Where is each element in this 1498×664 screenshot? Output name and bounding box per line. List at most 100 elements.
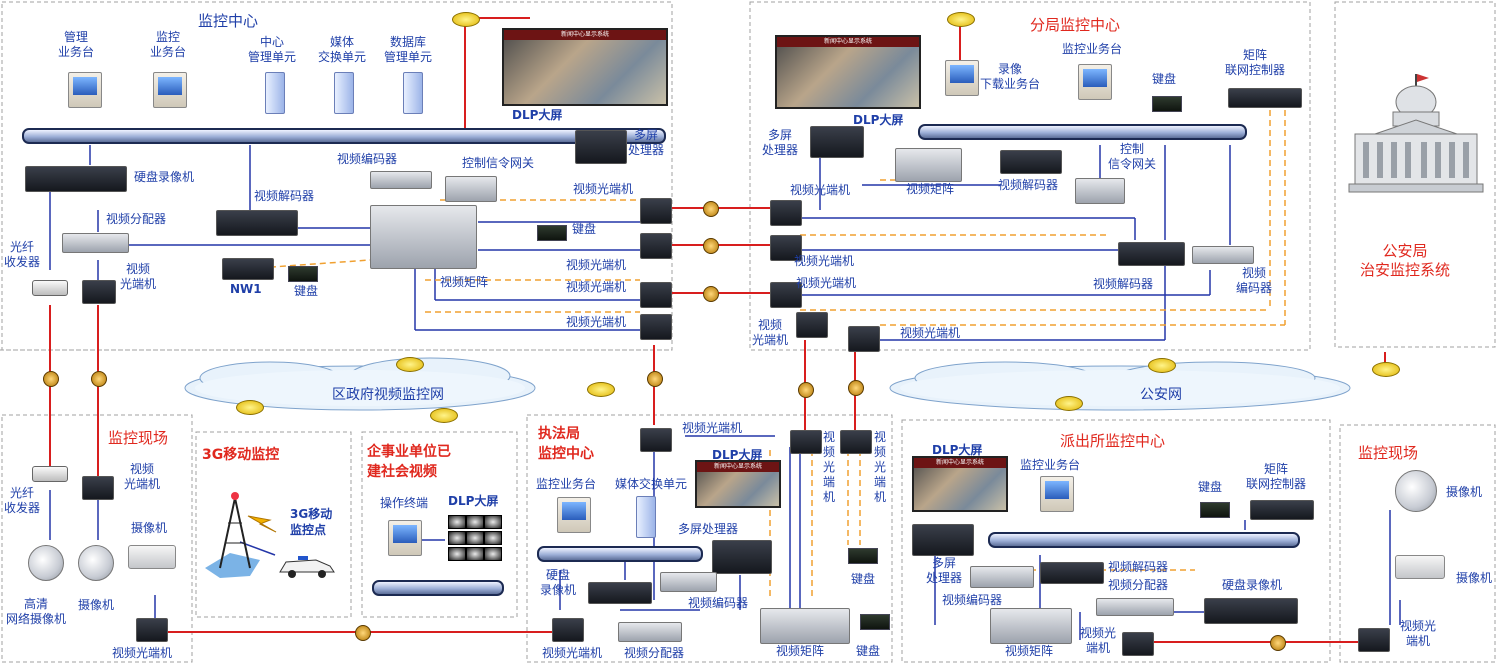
control-gateway-center-label: 控制信令网关 <box>462 156 535 170</box>
monitor-desk-station-icon <box>1040 476 1074 512</box>
optical-enf-v1-label: 视频光端机 <box>822 430 835 504</box>
optical-enf-top-label: 视频光端机 <box>682 421 743 435</box>
box-camera-icon <box>128 545 176 569</box>
video-matrix-center-label: 视频矩阵 <box>440 275 489 289</box>
dlp-screen-station: 新闻中心显示系统 <box>912 456 1008 512</box>
video-encoder-station-label: 视频编码器 <box>942 593 1003 607</box>
multi-screen-processor <box>575 130 627 164</box>
dome-camera-icon <box>1395 470 1437 512</box>
video-encoder-device <box>1192 246 1254 264</box>
video-decoder-center-label: 视频解码器 <box>254 189 315 203</box>
optical-transceiver-icon <box>790 430 822 454</box>
fiber-coupler-icon <box>703 238 719 254</box>
router-icon <box>947 12 975 27</box>
enforcement-title: 执法局 监控中心 <box>538 426 594 462</box>
dvr-station-label: 硬盘录像机 <box>1222 578 1283 592</box>
enterprise-title: 企事业单位已 建社会视频 <box>367 444 451 480</box>
video-matrix-enf-device <box>760 608 850 644</box>
video-splitter-device <box>618 622 682 642</box>
dlp-branch-label: DLP大屏 <box>853 113 904 127</box>
video-matrix-branch-device <box>895 148 962 182</box>
optical-3-label: 视频光端机 <box>566 280 627 294</box>
station-title: 派出所监控中心 <box>1060 432 1166 450</box>
camera-right-2-label: 摄像机 <box>1456 571 1493 585</box>
optical-site-bottom-label: 视频光端机 <box>112 646 173 660</box>
video-encoder-enf-label: 视频编码器 <box>688 596 749 610</box>
control-gateway-device <box>1075 178 1125 204</box>
keyboard-icon <box>288 266 318 282</box>
video-encoder-center-label: 视频编码器 <box>337 152 398 166</box>
center-mgmt-unit-label: 中心 管理单元 <box>248 35 297 64</box>
server-icon <box>334 72 354 114</box>
center-network-bus <box>22 128 666 144</box>
optical-branch-2-label: 视频光端机 <box>794 254 855 268</box>
router-icon <box>430 408 458 423</box>
public-security-cloud-label: 公安网 <box>1140 387 1182 403</box>
screen-caption: 新闻中心显示系统 <box>914 458 1006 468</box>
monitor-desk-branch-icon <box>1078 64 1112 100</box>
optical-transceiver-icon <box>640 233 672 259</box>
monitor-desk-enf-icon <box>557 497 591 533</box>
video-decoder-device <box>1000 150 1062 174</box>
fiber-transceiver-site-label: 光纤 收发器 <box>4 486 41 515</box>
matrix-controller-device <box>1250 500 1314 520</box>
camera-right-1-label: 摄像机 <box>1446 485 1483 499</box>
router-icon <box>587 382 615 397</box>
video-decoder-device <box>216 210 298 236</box>
keyboard-center-label: 键盘 <box>294 284 319 298</box>
optical-branch-5-label: 视频光端机 <box>900 326 961 340</box>
fiber-transceiver-icon <box>32 280 68 296</box>
optical-2-label: 视频光端机 <box>566 258 627 272</box>
monitor-desk-enf-label: 监控业务台 <box>536 477 597 491</box>
site-right-title: 监控现场 <box>1358 444 1419 462</box>
video-encoder-device <box>370 171 432 189</box>
branch-title: 分局监控中心 <box>1030 16 1121 34</box>
optical-enf-bottom-label: 视频光端机 <box>542 646 603 660</box>
optical-enf-v2-label: 视频光端机 <box>873 430 886 504</box>
optical-station-label: 视频光 端机 <box>1080 626 1117 655</box>
multi-screen-processor <box>712 540 772 574</box>
multi-processor-center-label: 多屏 处理器 <box>628 128 665 157</box>
monitor-desk-label: 监控 业务台 <box>150 30 187 59</box>
hd-camera-label: 高清 网络摄像机 <box>6 597 67 626</box>
center-title: 监控中心 <box>198 12 259 30</box>
keyboard-enf2-label: 键盘 <box>856 644 881 658</box>
monitor-desk-branch-label: 监控业务台 <box>1062 42 1123 56</box>
video-splitter-device <box>62 233 129 253</box>
video-decoder-device <box>1118 242 1185 266</box>
nw1-device <box>222 258 274 280</box>
multi-processor-enf-label: 多屏处理器 <box>678 522 739 536</box>
media-switch-unit-label: 媒体 交换单元 <box>318 35 367 64</box>
screen-caption: 新闻中心显示系统 <box>777 37 919 47</box>
matrix-controller-branch-label: 矩阵 联网控制器 <box>1225 48 1286 77</box>
optical-transceiver-icon <box>770 235 802 261</box>
video-decoder-branch2-label: 视频解码器 <box>1093 277 1154 291</box>
router-icon <box>1372 362 1400 377</box>
video-decoder-device <box>1040 562 1104 584</box>
keyboard-icon <box>1200 502 1230 518</box>
optical-branch-3-label: 视频光端机 <box>796 276 857 290</box>
fiber-transceiver-center-label: 光纤 收发器 <box>4 240 41 269</box>
video-splitter-center-label: 视频分配器 <box>106 212 167 226</box>
optical-transceiver-icon <box>796 312 828 338</box>
dvr-device <box>25 166 127 192</box>
matrix-controller-station-label: 矩阵 联网控制器 <box>1246 462 1307 491</box>
box-camera-icon <box>1395 555 1445 579</box>
optical-transceiver-icon <box>640 282 672 308</box>
keyboard-icon <box>537 225 567 241</box>
optical-transceiver-icon <box>770 200 802 226</box>
video-encoder-branch-label: 视频 编码器 <box>1236 266 1273 295</box>
multi-processor-station-label: 多屏 处理器 <box>926 556 963 585</box>
video-decoder-branch-label: 视频解码器 <box>998 178 1059 192</box>
fiber-coupler-icon <box>355 625 371 641</box>
keyboard-icon <box>1152 96 1182 112</box>
site-left-title: 监控现场 <box>108 429 169 447</box>
dlp-enterprise-label: DLP大屏 <box>448 494 499 508</box>
optical-4-label: 视频光端机 <box>566 315 627 329</box>
control-gateway-device <box>445 176 497 202</box>
mobile-title: 3G移动监控 <box>202 447 280 463</box>
optical-transceiver-icon <box>640 198 672 224</box>
router-icon <box>236 400 264 415</box>
video-matrix-station-device <box>990 608 1072 644</box>
optical-right-label: 视频光 端机 <box>1400 619 1437 648</box>
